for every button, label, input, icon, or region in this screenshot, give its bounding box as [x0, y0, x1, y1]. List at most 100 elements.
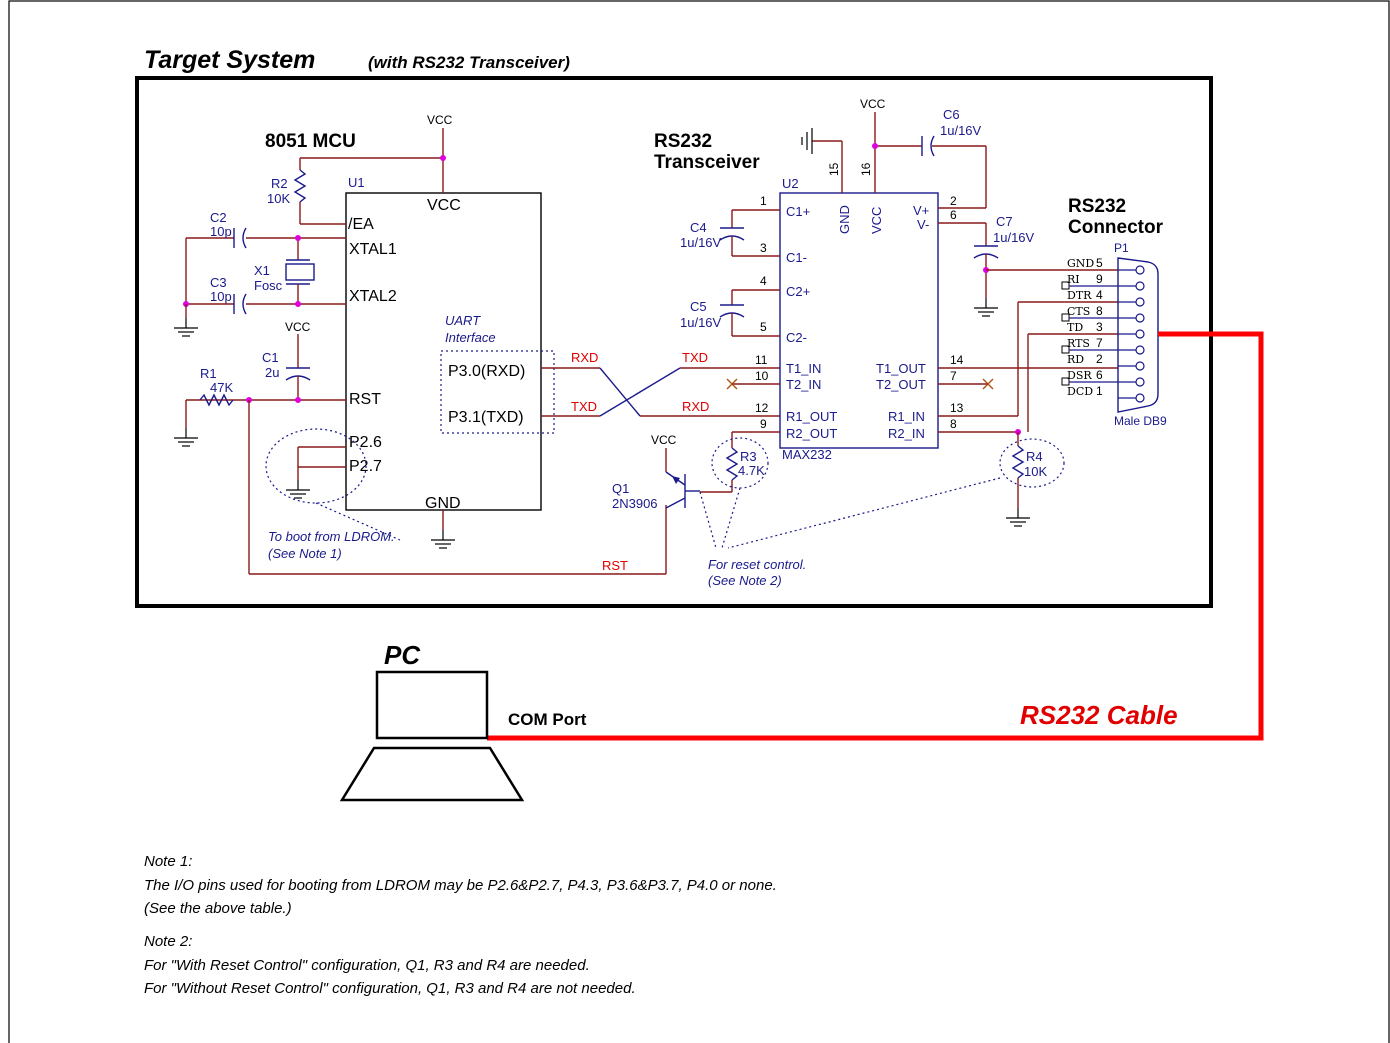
pin-r2in: R2_IN: [888, 426, 925, 441]
db9-shell: [1117, 257, 1159, 413]
db9-pin-name: RI: [1067, 273, 1080, 286]
db9-pin-number: 8: [1096, 304, 1103, 318]
pin-vcc: VCC: [869, 207, 884, 234]
mcu-pin-rst: RST: [349, 391, 381, 408]
cable-label: RS232 Cable: [1020, 700, 1178, 730]
mcu-pin-p30: P3.0(RXD): [448, 363, 525, 380]
boot-pins: To boot from LDROM. (See Note 1): [265, 428, 401, 561]
u2-part: MAX232: [782, 447, 832, 462]
u2-ref: U2: [782, 176, 799, 191]
max232-body: [779, 192, 939, 449]
r4-value: 10K: [1024, 464, 1047, 479]
uart-label-2: Interface: [445, 330, 496, 345]
connector-title-1: RS232: [1068, 196, 1126, 217]
c1-value: 2u: [265, 365, 279, 380]
pin-number: 6: [950, 208, 957, 222]
pin-number: 12: [755, 401, 769, 415]
title-main: Target System: [144, 46, 315, 74]
mcu-vcc-net: VCC R2 10K: [267, 113, 453, 225]
db9-pin-contact: [1135, 393, 1145, 403]
db9-pin-contact: [1135, 345, 1145, 355]
crystal-network: C2 10p C3 10p X1 Fosc: [173, 210, 346, 337]
mcu-ref: U1: [348, 175, 365, 190]
note2-line2: For "Without Reset Control" configuratio…: [144, 980, 636, 997]
pin-number: 15: [827, 162, 841, 176]
com-port-label: COM Port: [508, 710, 587, 729]
uart-crossing: RXD TXD TXD RXD: [541, 350, 780, 417]
transceiver-block: RS232 Transceiver U2 MAX232 C1+ C1- C2+ …: [654, 131, 964, 462]
pin-r2out: R2_OUT: [786, 426, 837, 441]
c5-value: 1u/16V: [680, 315, 722, 330]
note2-line1: For "With Reset Control" configuration, …: [144, 957, 590, 974]
pin-c2p: C2+: [786, 284, 810, 299]
net-txd-mcu: TXD: [571, 399, 597, 414]
c2-ref: C2: [210, 210, 227, 225]
db9-pin-contact: [1135, 377, 1145, 387]
reset-note-2: (See Note 2): [708, 573, 782, 588]
boot-note-1: To boot from LDROM.: [268, 529, 395, 544]
db9-pin-name: RTS: [1067, 337, 1090, 350]
db9-pin-number: 1: [1096, 384, 1103, 398]
q1-ref: Q1: [612, 481, 629, 496]
pin-vm: V-: [917, 217, 929, 232]
note1-line1: The I/O pins used for booting from LDROM…: [144, 877, 777, 894]
no-connect-mark: [982, 378, 994, 390]
mcu-pin-p26: P2.6: [349, 434, 382, 451]
mcu-pin-xtal2: XTAL2: [349, 288, 397, 305]
pin-number: 7: [950, 369, 957, 383]
db9-pin-number: 5: [1096, 256, 1103, 270]
db9-pin-contact: [1135, 281, 1145, 291]
db9-pin-name: GND: [1067, 257, 1094, 270]
junction: [295, 235, 301, 241]
db9-wiring: R4 10K: [938, 269, 1118, 527]
x1-ref: X1: [254, 263, 270, 278]
pin-number: 10: [755, 369, 769, 383]
uart-label-1: UART: [445, 313, 481, 328]
pin-number: 5: [760, 320, 767, 334]
db9-pin-number: 7: [1096, 336, 1103, 350]
transceiver-title-1: RS232: [654, 131, 712, 152]
db9-pin-7: RTS 7: [1061, 336, 1145, 355]
db9-pin-contact: [1135, 265, 1145, 275]
pin-number: 16: [859, 162, 873, 176]
db9-pin-name: DTR: [1067, 289, 1092, 302]
diagram-title: Target System (with RS232 Transceiver): [144, 46, 570, 74]
r3-value: 4.7K: [738, 463, 765, 478]
r3-ref: R3: [740, 449, 757, 464]
db9-pin-name: RD: [1067, 353, 1084, 366]
pin-number: 1: [760, 194, 767, 208]
c4-value: 1u/16V: [680, 235, 722, 250]
pin-r1out: R1_OUT: [786, 409, 837, 424]
vcc-label: VCC: [285, 320, 311, 334]
junction: [295, 301, 301, 307]
r2-value: 10K: [267, 191, 290, 206]
note1-line2: (See the above table.): [144, 900, 292, 917]
r4-resistor: [1011, 445, 1025, 479]
note2-title: Note 2:: [144, 933, 192, 950]
db9-pin-number: 3: [1096, 320, 1103, 334]
boot-note-2: (See Note 1): [268, 546, 342, 561]
pin-number: 4: [760, 274, 767, 288]
pin-number: 11: [755, 353, 768, 367]
transceiver-title-2: Transceiver: [654, 152, 760, 173]
r1-ref: R1: [200, 366, 217, 381]
net-txd-u2: TXD: [682, 350, 708, 365]
pin-t2out: T2_OUT: [876, 377, 926, 392]
reset-control-circuit: R3 4.7K VCC Q1 2N3906 For reset control.…: [612, 431, 1001, 588]
r1-value: 47K: [210, 380, 233, 395]
c7-ref: C7: [996, 214, 1013, 229]
r3-resistor: [725, 447, 739, 481]
pin-c1p: C1+: [786, 204, 810, 219]
vcc-label: VCC: [427, 113, 453, 127]
c6-ref: C6: [943, 107, 960, 122]
x1-value: Fosc: [254, 278, 283, 293]
mcu-block: 8051 MCU U1 VCC /EA XTAL1 XTAL2 RST P2.6…: [265, 131, 555, 512]
vcc-label: VCC: [860, 97, 886, 111]
db9-pin-number: 6: [1096, 368, 1103, 382]
pc-keyboard: [339, 746, 525, 802]
pin-number: 14: [950, 353, 964, 367]
